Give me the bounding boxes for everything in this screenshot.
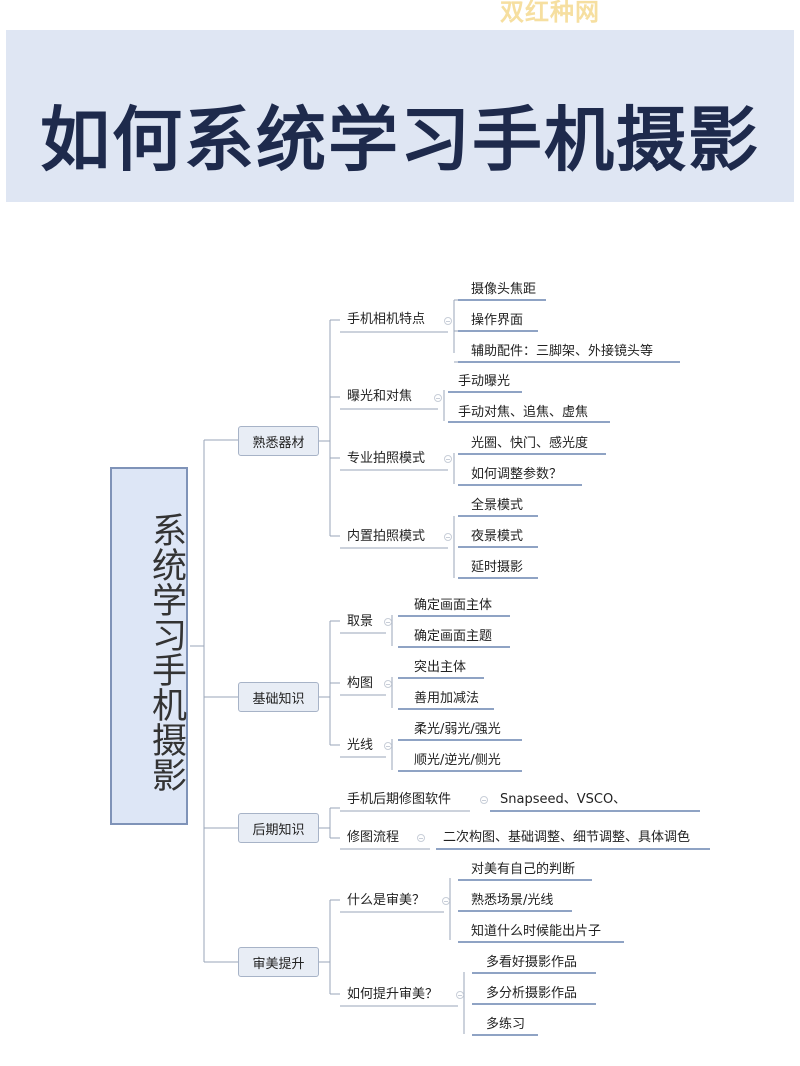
leaf-highlight-subject[interactable]: 突出主体 xyxy=(414,660,467,675)
leaf-main-subject[interactable]: 确定画面主体 xyxy=(414,598,493,613)
collapse-icon[interactable] xyxy=(480,796,488,804)
collapse-icon[interactable] xyxy=(384,742,392,750)
leaf-manual-focus[interactable]: 手动对焦、追焦、虚焦 xyxy=(458,405,589,420)
page-title: 如何系统学习手机摄影 xyxy=(40,99,760,181)
node-what-is-aesthetics[interactable]: 什么是审美？ xyxy=(347,893,426,908)
branch-basic-knowledge[interactable]: 基础知识 xyxy=(238,682,319,712)
watermark: 双红种网 xyxy=(500,0,600,26)
leaf-lens-focal[interactable]: 摄像头焦距 xyxy=(471,282,537,297)
collapse-icon[interactable] xyxy=(417,834,425,842)
node-framing[interactable]: 取景 xyxy=(347,614,374,629)
collapse-icon[interactable] xyxy=(384,618,392,626)
leaf-add-subtract[interactable]: 善用加减法 xyxy=(414,691,480,706)
node-improve-aesthetics[interactable]: 如何提升审美？ xyxy=(347,987,439,1002)
collapse-icon[interactable] xyxy=(456,991,464,999)
leaf-aperture-shutter-iso[interactable]: 光圈、快门、感光度 xyxy=(471,436,589,451)
node-pro-mode[interactable]: 专业拍照模式 xyxy=(347,451,426,466)
collapse-icon[interactable] xyxy=(444,533,452,541)
leaf-snapseed-vsco[interactable]: Snapseed、VSCO、 xyxy=(500,792,627,807)
branch-post-processing[interactable]: 后期知识 xyxy=(238,813,319,843)
leaf-analyze-photos[interactable]: 多分析摄影作品 xyxy=(486,986,578,1001)
leaf-night-mode[interactable]: 夜景模式 xyxy=(471,529,524,544)
leaf-main-theme[interactable]: 确定画面主题 xyxy=(414,629,493,644)
collapse-icon[interactable] xyxy=(434,394,442,402)
leaf-manual-exposure[interactable]: 手动曝光 xyxy=(458,374,511,389)
node-composition[interactable]: 构图 xyxy=(347,676,374,691)
leaf-accessories[interactable]: 辅助配件：三脚架、外接镜头等 xyxy=(471,344,654,359)
leaf-know-when[interactable]: 知道什么时候能出片子 xyxy=(471,924,602,939)
leaf-front-back-side[interactable]: 顺光/逆光/侧光 xyxy=(414,753,501,768)
leaf-soft-weak-strong[interactable]: 柔光/弱光/强光 xyxy=(414,722,501,737)
node-camera-features[interactable]: 手机相机特点 xyxy=(347,312,426,327)
node-lighting[interactable]: 光线 xyxy=(347,738,374,753)
node-editing-apps[interactable]: 手机后期修图软件 xyxy=(347,792,452,807)
branch-familiar-equipment[interactable]: 熟悉器材 xyxy=(238,426,319,456)
leaf-view-photos[interactable]: 多看好摄影作品 xyxy=(486,955,578,970)
title-banner: 如何系统学习手机摄影 xyxy=(6,30,794,202)
node-builtin-mode[interactable]: 内置拍照模式 xyxy=(347,529,426,544)
leaf-familiar-scenes[interactable]: 熟悉场景/光线 xyxy=(471,893,554,908)
node-editing-workflow[interactable]: 修图流程 xyxy=(347,830,400,845)
collapse-icon[interactable] xyxy=(444,317,452,325)
leaf-practice[interactable]: 多练习 xyxy=(486,1017,526,1032)
leaf-own-judgment[interactable]: 对美有自己的判断 xyxy=(471,862,576,877)
leaf-interface[interactable]: 操作界面 xyxy=(471,313,524,328)
collapse-icon[interactable] xyxy=(442,897,450,905)
root-label: 系统学习手机摄影 xyxy=(146,512,186,792)
collapse-icon[interactable] xyxy=(444,455,452,463)
leaf-editing-steps[interactable]: 二次构图、基础调整、细节调整、具体调色 xyxy=(443,830,691,845)
branch-aesthetics[interactable]: 审美提升 xyxy=(238,947,319,977)
leaf-adjust-params[interactable]: 如何调整参数？ xyxy=(471,467,563,482)
leaf-panorama[interactable]: 全景模式 xyxy=(471,498,524,513)
collapse-icon[interactable] xyxy=(384,680,392,688)
node-exposure-focus[interactable]: 曝光和对焦 xyxy=(347,389,413,404)
leaf-timelapse[interactable]: 延时摄影 xyxy=(471,560,524,575)
root-node: 系统学习手机摄影 xyxy=(110,467,188,825)
